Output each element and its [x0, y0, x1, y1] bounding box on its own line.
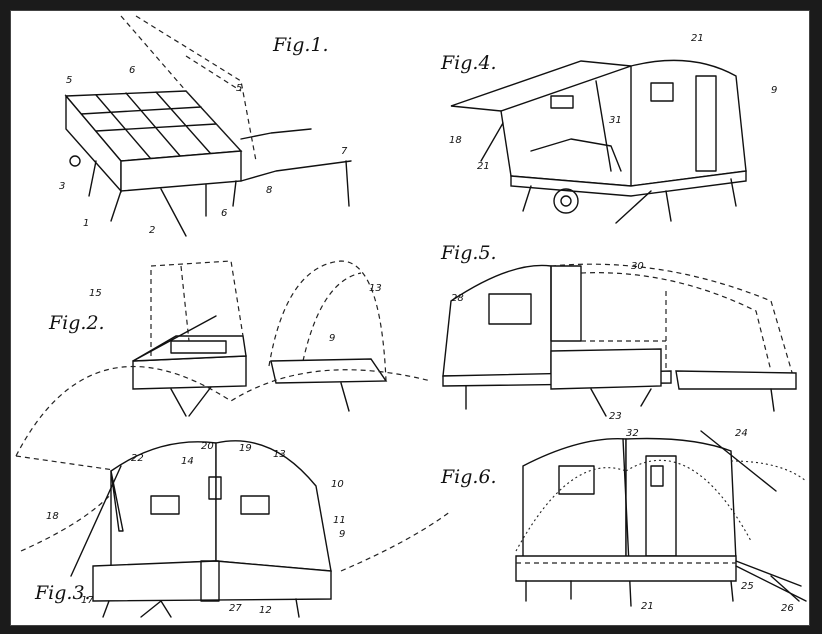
ref-num: 18 [46, 511, 59, 522]
fig3-window [150, 495, 180, 515]
figure-5-label: Fig.5. [440, 242, 497, 264]
fig3-base [92, 560, 332, 602]
ref-num: 26 [781, 603, 794, 614]
fig4-awning-window [550, 95, 574, 109]
ref-num: 21 [641, 601, 654, 612]
ref-num: 17 [81, 595, 94, 606]
ref-num: 9 [771, 85, 777, 96]
ref-num: 28 [451, 293, 464, 304]
ref-num: 9 [339, 529, 345, 540]
fig5-dashed-tent [550, 263, 797, 387]
figure-4-label: Fig.4. [440, 52, 497, 74]
fig4-body [630, 59, 747, 187]
fig5-box [550, 348, 662, 390]
ref-num: 18 [449, 135, 462, 146]
fig1-dashed-lid [120, 15, 257, 162]
figure-2: Fig.2. 15 13 9 [48, 260, 388, 417]
ref-num: 31 [609, 115, 622, 126]
ref-num: 27 [229, 603, 242, 614]
ref-num: 9 [329, 333, 335, 344]
fig5-left-wall [442, 264, 552, 377]
ref-num: 12 [259, 605, 272, 616]
ref-num: 13 [273, 449, 286, 460]
figure-2-label: Fig.2. [48, 312, 105, 334]
ref-num: 7 [341, 146, 348, 157]
ref-num: 30 [631, 261, 644, 272]
ref-num: 5 [66, 75, 72, 86]
ref-num: 11 [333, 515, 346, 526]
ref-num: 19 [239, 443, 252, 454]
fig5-door [550, 265, 582, 342]
fig6-ramp [735, 560, 807, 602]
ref-num: 23 [609, 411, 622, 422]
fig5-window [488, 293, 532, 325]
fig3-legs [102, 598, 300, 618]
fig2-hatch [170, 340, 227, 354]
fig6-legs [525, 580, 734, 602]
fig1-roof-grid [80, 91, 217, 160]
fig4-window [650, 82, 674, 102]
fig3-right-wall [215, 440, 332, 572]
figure-6: Fig.6. 32 24 25 21 26 [440, 428, 807, 614]
fig5-floor-extension [675, 370, 797, 390]
fig4-wheel [553, 188, 579, 214]
fig2-deck [132, 335, 247, 362]
fig3-pole [70, 465, 122, 577]
fig6-door-window [650, 465, 664, 487]
fig5-legs [465, 385, 775, 417]
ref-num: 3 [59, 181, 65, 192]
ref-num: 1 [83, 218, 89, 229]
figure-4: Fig.4. 21 9 18 21 31 [440, 33, 777, 224]
fig2-floor-extension [270, 358, 388, 384]
ref-num: 6 [129, 65, 135, 76]
fig6-base [515, 555, 737, 582]
ref-num: 20 [201, 441, 214, 452]
fig6-window [558, 465, 595, 495]
ref-num: 6 [221, 208, 227, 219]
figure-1-label: Fig.1. [272, 34, 329, 56]
fig3-step [200, 560, 220, 602]
fig1-drawbar [240, 128, 352, 207]
fig4-door [695, 75, 717, 172]
ref-num: 14 [181, 456, 194, 467]
fig6-guy-line [700, 430, 777, 492]
ref-num: 15 [89, 288, 102, 299]
figure-5: Fig.5. 30 28 23 [440, 242, 797, 422]
fig4-legs [522, 178, 737, 224]
fig3-left-wall [110, 441, 217, 567]
figure-1: Fig.1. [59, 15, 352, 237]
fig1-wheel [69, 155, 81, 167]
ref-num: 22 [131, 453, 144, 464]
fig2-legs [132, 315, 350, 417]
figure-3: Fig.3. 22 14 20 19 13 18 10 11 9 1 [15, 365, 452, 618]
fig3-door-window [208, 476, 222, 500]
ref-num: 21 [477, 161, 490, 172]
ref-num: 32 [626, 428, 639, 439]
ref-num: 2 [149, 225, 155, 236]
ref-num: 5 [236, 83, 242, 94]
ref-num: 8 [266, 185, 272, 196]
fig1-legs [88, 160, 237, 237]
figure-6-label: Fig.6. [440, 466, 497, 488]
fig6-left-wall [522, 438, 627, 562]
ref-num: 21 [691, 33, 704, 44]
ref-num: 13 [369, 283, 382, 294]
ref-num: 10 [331, 479, 344, 490]
ref-num: 24 [735, 428, 748, 439]
patent-drawing: Fig.1. [15, 15, 807, 618]
ref-num: 25 [741, 581, 754, 592]
fig3-side-flap [110, 470, 124, 532]
figure-3-label: Fig.3. [34, 582, 91, 604]
fig3-window [240, 495, 270, 515]
fig4-wheel-hub [560, 195, 572, 207]
patent-drawing-sheet: Fig.1. [10, 10, 810, 626]
fig2-dashed-walls [150, 260, 387, 382]
fig6-dashed-arcs [515, 459, 807, 552]
fig6-right-wall [625, 437, 737, 562]
